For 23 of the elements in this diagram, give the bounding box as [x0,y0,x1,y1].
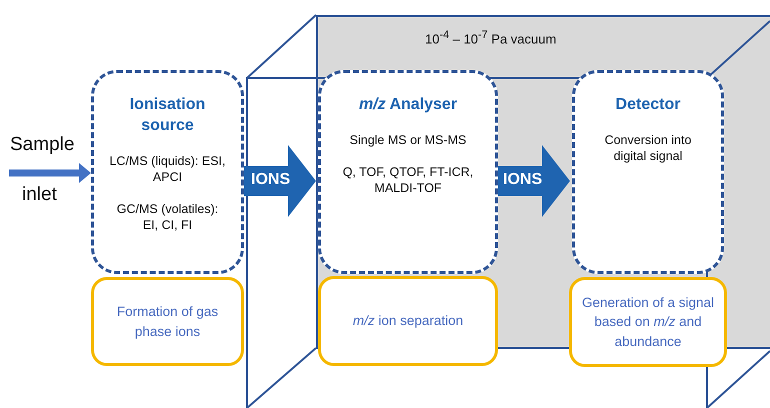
stage-text: Single MS or MS-MS [350,132,466,148]
arrow [244,145,316,217]
description-text: Formation of gas phase ions [116,302,220,341]
stage-text: Conversion into digital signal [604,132,692,164]
description-text: m/z ion separation [352,312,464,330]
description-text: Generation of a signal based on m/z and abundance [580,294,716,351]
stage-box [572,70,724,274]
inlet-label: inlet [22,184,57,206]
stage-title: Ionisation source [128,95,206,136]
stage-text: GC/MS (volatiles): EI, CI, FI [116,201,220,234]
stage-box [318,70,498,274]
stage-title: Detector [616,95,680,115]
stage-title: m/z Analyser [358,95,458,115]
stage-text: LC/MS (liquids): ESI, APCI [108,152,226,186]
stage-text: Q, TOF, QTOF, FT-ICR, MALDI-TOF [342,164,474,197]
description-box [91,277,244,366]
stage-box [91,70,244,274]
arrow [496,145,570,217]
description-box [318,276,498,366]
vacuum-label: 10$^{-4}$ – 10$^{-7}$ Pa vacuum [425,29,556,46]
arrow [9,163,91,183]
inlet-label: Sample [10,134,74,156]
description-box [569,277,727,367]
